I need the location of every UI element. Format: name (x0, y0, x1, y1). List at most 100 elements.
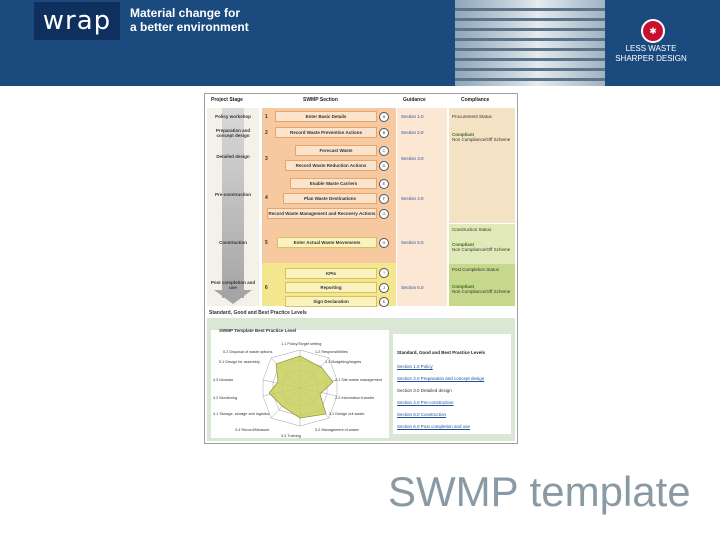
guidance-column (397, 108, 447, 306)
levels-list-panel (393, 334, 511, 434)
step-box: Reporting (285, 282, 377, 293)
guidance-link[interactable]: Section 4.0 (401, 196, 424, 201)
radar-title: SWMP Template Best Practice Level (219, 328, 297, 333)
radar-axis-label: 2.2 Information transfer (335, 396, 375, 400)
compliant-label: Compliant (452, 242, 474, 247)
stage-arrow-tip (214, 290, 252, 304)
compliant-label: Compliant (452, 132, 474, 137)
compliant-label: Compliant (452, 284, 474, 289)
slide-title: SWMP template (388, 468, 691, 515)
step-badge: J (379, 283, 389, 293)
levels-list-link[interactable]: Section 1.0 Policy (397, 364, 433, 369)
stage-label: Pre-construction (214, 192, 251, 197)
header-guidance: Guidance (403, 97, 426, 103)
levels-title: Standard, Good and Best Practice Levels (209, 310, 307, 316)
step-number: 1 (265, 114, 268, 120)
stage-label: Preparation and concept design (215, 128, 251, 138)
compliance-status: Compliant Non Compliance/Off Scheme (452, 242, 512, 252)
radar-axis-label: 1.2 Responsibilities (315, 350, 348, 354)
stage-label: Detailed design (216, 154, 250, 159)
step-badge: H (379, 238, 389, 248)
partner-line-2: SHARPER DESIGN (615, 54, 687, 63)
stage-arrow (222, 108, 244, 298)
stage-label: Post completion and use (210, 280, 256, 290)
radar-axis-label: 1.1 Policy/Target setting (281, 342, 322, 346)
levels-list-link[interactable]: Section 6.0 Post completion and use (397, 424, 471, 429)
step-box: KPIs (285, 268, 377, 279)
guidance-link[interactable]: Section 3.0 (401, 156, 424, 161)
radar-axis-label: 3.2 Management of waste (315, 428, 359, 432)
radar-axis-label: 5.2 Disposal of waste options (223, 350, 273, 354)
header-swmp-section: SWMP Section (303, 97, 338, 103)
compliance-status: Compliant Non Compliance/Off Scheme (452, 132, 512, 142)
header-compliance: Compliance (461, 97, 490, 103)
step-number: 5 (265, 240, 268, 246)
step-box: Record Waste Prevention Actions (275, 127, 377, 138)
step-box: Record Waste Management and Recovery Act… (267, 208, 377, 219)
compliance-procurement-block (449, 108, 515, 223)
levels-list-heading: Standard, Good and Best Practice Levels (397, 350, 486, 355)
construction-status-label: Construction Status (452, 227, 492, 232)
levels-list-link[interactable]: Section 5.0 Construction (397, 412, 447, 417)
step-number: 3 (265, 156, 268, 162)
step-badge: C (379, 146, 389, 156)
step-badge: G (379, 209, 389, 219)
header-project-stage: Project Stage (211, 97, 243, 103)
guidance-link[interactable]: Section 1.0 (401, 114, 424, 119)
non-compliance-label: Non Compliance/Off Scheme (452, 289, 511, 294)
swmp-template-diagram: Project Stage SWMP Section Guidance Comp… (204, 93, 518, 444)
step-number: 2 (265, 130, 268, 136)
stage-label: Construction (219, 240, 247, 245)
radar-axis-label: 2.1 Site waste management (335, 378, 383, 382)
radar-axis-label: 4.1 Storage, storage and logistics (213, 412, 270, 416)
wrap-logo: wrap (34, 2, 120, 40)
levels-list-link[interactable]: Section 4.0 Pre-construction (397, 400, 454, 405)
procurement-status-label: Procurement Status (452, 114, 492, 119)
radar-axis-label: 5.1 Design for assembly (219, 360, 260, 364)
building-photo (455, 0, 605, 86)
partner-logo-text: LESS WASTE SHARPER DESIGN (613, 44, 689, 64)
step-box: Enter Basic Details (275, 111, 377, 122)
tagline-line-1: Material change for (130, 6, 241, 20)
guidance-link[interactable]: Section 2.0 (401, 130, 424, 135)
radar-axis-label: 3.3 Training (281, 434, 301, 438)
post-completion-status-label: Post Completion Status (452, 267, 500, 272)
radar-axis-label: 4.3 Modular (213, 378, 234, 382)
step-number: 4 (265, 195, 268, 201)
step-number: 6 (265, 285, 268, 291)
levels-list-link[interactable]: Section 2.0 Preparation and concept desi… (397, 376, 485, 381)
non-compliance-label: Non Compliance/Off Scheme (452, 137, 511, 142)
step-box: Enable Waste Carriers (290, 178, 377, 189)
radar-panel (211, 330, 389, 438)
step-box: Record Waste Reduction Actions (285, 160, 377, 171)
header-banner: wrap Material change for a better enviro… (0, 0, 720, 86)
guidance-link[interactable]: Section 5.0 (401, 240, 424, 245)
compliance-status: Compliant Non Compliance/Off Scheme (452, 284, 512, 294)
tagline-line-2: a better environment (130, 20, 249, 34)
step-badge: I (379, 268, 389, 278)
compliance-construction-block (449, 224, 515, 264)
step-box: Forecast Waste (295, 145, 377, 156)
stage-label: Policy workshop (215, 114, 251, 119)
step-badge: F (379, 194, 389, 204)
step-box: Sign Declaration (285, 296, 377, 307)
step-box: Plan Waste Destinations (283, 193, 377, 204)
step-badge: A (379, 112, 389, 122)
radar-chart (262, 349, 338, 427)
partner-line-1: LESS WASTE (625, 44, 677, 53)
step-badge: K (379, 297, 389, 307)
step-badge: B (379, 128, 389, 138)
tagline: Material change for a better environment (130, 6, 249, 34)
radar-axis-label: 1.3 Budgeting/targets (325, 360, 362, 364)
radar-axis-label: 4.2 Monitoring (213, 396, 238, 400)
levels-list-item: Section 3.0 Detailed design (397, 388, 452, 393)
radar-axis-label: 3.1 Design out waste (329, 412, 365, 416)
step-box: Enter Actual Waste Movements (277, 237, 377, 248)
non-compliance-label: Non Compliance/Off Scheme (452, 247, 511, 252)
step-badge: E (379, 179, 389, 189)
radar-axis-label: 3.4 Record/Measure (235, 428, 270, 432)
partner-seal-icon: ✱ (641, 19, 665, 43)
compliance-post-block (449, 264, 515, 306)
step-badge: D (379, 161, 389, 171)
guidance-link[interactable]: Section 6.0 (401, 285, 424, 290)
